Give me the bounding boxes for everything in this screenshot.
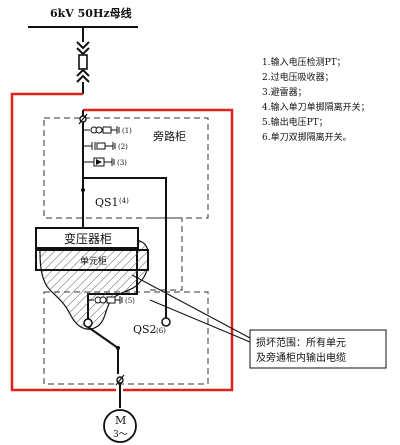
output-pt-component <box>88 296 123 304</box>
component-num-2: (2) <box>118 143 128 151</box>
damage-leader-1 <box>131 274 251 339</box>
bypass-cabinet-label: 旁路柜 <box>153 129 186 143</box>
unit-cabinet-label: 单元柜 <box>80 255 107 267</box>
transformer-cabinet-box <box>35 227 139 249</box>
surge-absorber-component <box>83 142 116 150</box>
legend-item-2: 2.过电压吸收器； <box>262 71 334 83</box>
input-pt-component <box>83 126 120 134</box>
legend-item-4: 4.输入单刀单掷隔离开关； <box>262 101 370 113</box>
lower-cabinet-box <box>43 291 209 385</box>
bypass-line <box>83 177 167 318</box>
legend: 1.输入电压检测PT； 2.过电压吸收器； 3.避雷器； 4.输入单刀单掷隔离开… <box>262 56 370 143</box>
qs2-num: (6) <box>156 327 166 335</box>
damage-note-line2: 及旁通柜内输出电缆 <box>256 351 346 364</box>
component-num-5: (5) <box>125 297 135 305</box>
input-output-cable <box>10 92 116 392</box>
qs1-label: QS1 <box>95 196 119 209</box>
transformer-cabinet-label: 变压器柜 <box>64 231 112 246</box>
legend-item-1: 1.输入电压检测PT； <box>262 56 346 68</box>
arrester-component <box>83 157 115 167</box>
motor-label: M <box>115 414 126 427</box>
motor-sub: 3～ <box>113 430 128 440</box>
qs2-switch <box>83 317 171 374</box>
plug-connector <box>76 27 90 94</box>
qs2-label: QS2 <box>133 323 157 336</box>
legend-item-6: 6.单刀双掷隔离开关。 <box>262 131 352 143</box>
motor-symbol <box>103 409 137 443</box>
damage-note-box <box>249 329 387 369</box>
bypass-cabinet-box <box>43 117 209 219</box>
bus-label: 6kV 50Hz母线 <box>50 6 132 20</box>
legend-item-5: 5.输出电压PT； <box>262 116 328 128</box>
unit-cabinet-box <box>35 249 149 271</box>
legend-item-3: 3.避雷器； <box>262 86 307 98</box>
qs1-num: (4) <box>119 197 129 205</box>
damage-note-line1: 损坏范围：所有单元 <box>256 336 346 349</box>
component-num-1: (1) <box>122 127 132 135</box>
output-cable <box>83 108 234 392</box>
damage-leader-2 <box>149 299 251 343</box>
component-num-3: (3) <box>117 159 127 167</box>
qs1-switch <box>81 188 85 192</box>
damage-region <box>39 238 150 330</box>
